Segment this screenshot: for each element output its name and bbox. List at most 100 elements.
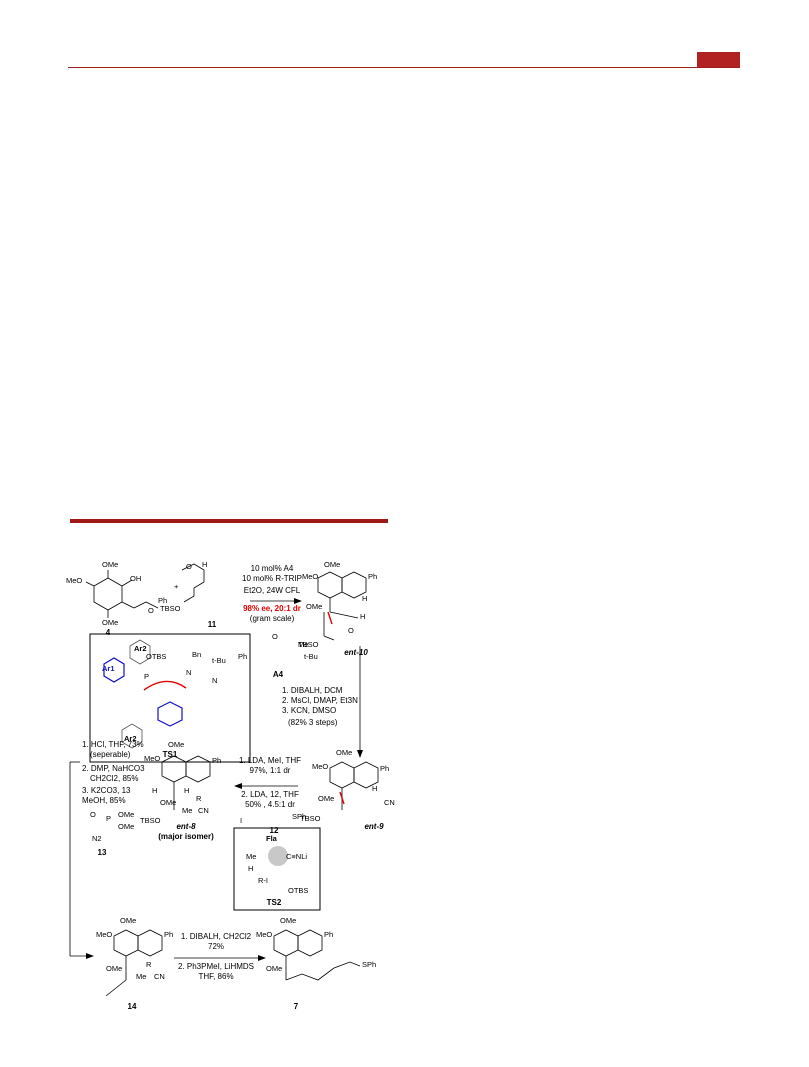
- atom-h: H: [152, 786, 158, 795]
- atom-otbs: OTBS: [146, 652, 167, 661]
- atom-ome: OMe: [120, 916, 137, 925]
- step5-line4: THF, 86%: [198, 972, 234, 981]
- atom-ome: OMe: [306, 602, 323, 611]
- atom-tbso: TBSO: [298, 640, 319, 649]
- atom-ome: OMe: [118, 822, 135, 831]
- atom-n: N: [186, 668, 192, 677]
- step2-line2: 2. MsCl, DMAP, Et3N: [282, 696, 358, 705]
- step5-line2: 72%: [207, 942, 225, 951]
- step1-line4: 98% ee, 20:1 dr: [243, 604, 301, 613]
- atom-meo: MeO: [256, 930, 273, 939]
- atom-o: O: [186, 562, 192, 571]
- step4-line1: 1. HCl, THF, 73%: [82, 740, 144, 749]
- step3-line2: 97%, 1:1 dr: [249, 766, 291, 775]
- atom-ome: OMe: [168, 740, 185, 749]
- atom-tbu: t-Bu: [304, 652, 318, 661]
- step3-line4: 50% , 4.5:1 dr: [245, 800, 295, 809]
- atom-n2: N2: [92, 834, 102, 843]
- atom-sph: SPh: [292, 812, 307, 821]
- label-fla: Fla: [266, 834, 277, 843]
- atom-ome: OMe: [318, 794, 335, 803]
- atom-ome: OMe: [118, 810, 135, 819]
- compound-4-ring: [93, 577, 123, 611]
- ent-9-ring: [329, 761, 355, 789]
- label-ar2-top: Ar2: [134, 644, 147, 653]
- compound-label-12: 12: [269, 826, 279, 835]
- ts2-box: [233, 827, 321, 911]
- atom-ome: OMe: [102, 618, 119, 627]
- atom-n: N: [212, 676, 218, 685]
- compound-label-major-isomer: (major isomer): [158, 832, 214, 841]
- compound-label-ent-9: ent-9: [364, 822, 384, 831]
- atom-h: H: [372, 784, 378, 793]
- atom-r: R: [196, 794, 202, 803]
- atom-oh: OH: [130, 574, 142, 583]
- arrowhead-step3: [234, 783, 242, 789]
- atom-h: H: [184, 786, 190, 795]
- atom-o: O: [272, 632, 278, 641]
- step2-line4: (82% 3 steps): [288, 718, 338, 727]
- atom-tbso: TBSO: [160, 604, 181, 613]
- atom-otbs: OTBS: [288, 886, 309, 895]
- atom-cnli: C≡NLi: [286, 852, 308, 861]
- atom-o: O: [148, 606, 154, 615]
- atom-p: P: [106, 814, 112, 823]
- label-ar1: Ar1: [102, 664, 115, 673]
- ts1-label: TS1: [162, 750, 178, 759]
- step3-line3: 2. LDA, 12, THF: [241, 790, 299, 799]
- step1-line1: 10 mol% A4: [250, 564, 294, 573]
- atom-meo: MeO: [66, 576, 83, 585]
- atom-cn: CN: [198, 806, 209, 815]
- atom-ome: OMe: [280, 916, 297, 925]
- atom-r: R: [146, 960, 152, 969]
- atom-cn: CN: [384, 798, 395, 807]
- atom-ph: Ph: [324, 930, 334, 939]
- step4-line4: CH2Cl2, 85%: [90, 774, 139, 783]
- atom-sph: SPh: [362, 960, 377, 969]
- atom-o: O: [90, 810, 96, 819]
- compound-label-13: 13: [97, 848, 107, 857]
- compound-label-4: 4: [105, 628, 111, 637]
- arrowhead-step1: [294, 598, 302, 604]
- atom-ph: Ph: [380, 764, 390, 773]
- plus-sign: +: [174, 582, 179, 591]
- step5-line3: 2. Ph3PMeI, LiHMDS: [177, 962, 255, 971]
- compound-label-11: 11: [207, 620, 217, 629]
- atom-tbu: t-Bu: [212, 656, 226, 665]
- atom-me: Me: [246, 852, 257, 861]
- atom-tbso: TBSO: [300, 814, 321, 823]
- step4-line6: MeOH, 85%: [82, 796, 126, 805]
- atom-p: P: [144, 672, 150, 681]
- atom-me: Me: [182, 806, 193, 815]
- atom-meo: MeO: [144, 754, 161, 763]
- atom-me: Me: [298, 640, 309, 649]
- atom-o: O: [348, 626, 354, 635]
- compound-7-ring: [273, 929, 299, 957]
- step2-line1: 1. DIBALH, DCM: [282, 686, 343, 695]
- header-rule: [68, 67, 740, 68]
- compound-label-14: 14: [127, 1002, 137, 1011]
- step1-line3: Et2O, 24W CFL: [243, 586, 301, 595]
- compound-label-a4: A4: [272, 670, 284, 679]
- ar1-ring: [103, 657, 125, 683]
- atom-h: H: [202, 560, 208, 569]
- ts1-box: [89, 633, 251, 763]
- step5-line1: 1. DIBALH, CH2Cl2: [180, 932, 252, 941]
- step1-line5: (gram scale): [249, 614, 295, 623]
- atom-i: I: [240, 816, 243, 825]
- atom-ph: Ph: [212, 756, 222, 765]
- section-divider: [70, 519, 388, 523]
- atom-ph: Ph: [164, 930, 174, 939]
- atom-ome: OMe: [336, 748, 353, 757]
- step3-line1: 1. LDA, MeI, THF: [238, 756, 302, 765]
- step1-line2: 10 mol% R-TRIP: [241, 574, 303, 583]
- atom-bn: Bn: [192, 650, 202, 659]
- arrowhead-step2: [357, 750, 363, 758]
- ent-10-ring: [317, 571, 343, 599]
- compound-11-chain: [181, 563, 205, 603]
- label-ar2-bottom: Ar2: [124, 734, 137, 743]
- synthesis-scheme: OMe OH MeO Ph O OMe 4 + H O TBSO 11 10 m…: [62, 560, 404, 1020]
- atom-ome: OMe: [324, 560, 341, 569]
- ent-8-ring: [161, 755, 187, 783]
- atom-ph: Ph: [368, 572, 378, 581]
